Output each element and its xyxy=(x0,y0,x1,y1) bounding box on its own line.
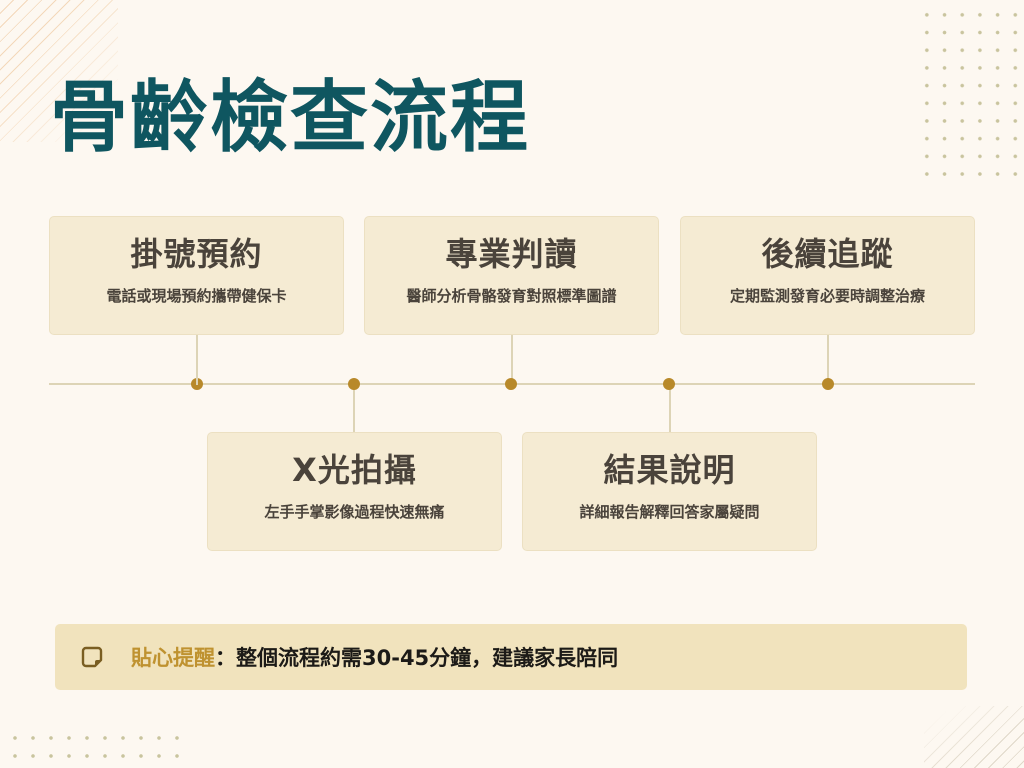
step-title: 結果說明 xyxy=(603,451,736,489)
step-card-interpretation: 專業判讀 醫師分析骨骼發育對照標準圖譜 xyxy=(364,216,659,335)
step-card-xray: X光拍攝 左手手掌影像過程快速無痛 xyxy=(207,432,502,551)
step-title: 掛號預約 xyxy=(130,235,263,273)
decorative-stripes-top-left xyxy=(0,0,118,142)
sticky-note-icon xyxy=(81,646,103,668)
step-title: 專業判讀 xyxy=(445,235,578,273)
decorative-dots-bottom-left xyxy=(6,729,186,765)
connector-step-3 xyxy=(511,335,513,385)
step-description: 電話或現場預約攜帶健保卡 xyxy=(106,287,287,305)
connector-step-1-overlay xyxy=(196,378,198,385)
connector-step-5 xyxy=(827,335,829,385)
step-card-registration: 掛號預約 電話或現場預約攜帶健保卡 xyxy=(49,216,344,335)
timeline-dot-2 xyxy=(348,378,360,390)
page-title: 骨齡檢查流程 xyxy=(50,73,531,163)
step-description: 左手手掌影像過程快速無痛 xyxy=(264,503,445,521)
timeline-dot-4 xyxy=(663,378,675,390)
connector-step-1 xyxy=(196,335,198,385)
step-title: X光拍攝 xyxy=(292,451,417,489)
step-card-results: 結果說明 詳細報告解釋回答家屬疑問 xyxy=(522,432,817,551)
step-card-follow-up: 後續追蹤 定期監測發育必要時調整治療 xyxy=(680,216,975,335)
connector-step-2 xyxy=(353,384,355,432)
decorative-stripes-bottom-right xyxy=(924,706,1024,768)
step-description: 定期監測發育必要時調整治療 xyxy=(729,287,925,305)
tip-text: 整個流程約需30-45分鐘，建議家長陪同 xyxy=(236,646,619,670)
tip-separator: ： xyxy=(215,646,236,670)
timeline-dot-5 xyxy=(822,378,834,390)
step-title: 後續追蹤 xyxy=(761,235,894,273)
decorative-dots-top-right xyxy=(918,6,1024,184)
step-description: 醫師分析骨骼發育對照標準圖譜 xyxy=(406,287,617,305)
connector-step-4 xyxy=(669,384,671,432)
timeline-dot-3 xyxy=(505,378,517,390)
tip-box: 貼心提醒 ： 整個流程約需30-45分鐘，建議家長陪同 xyxy=(55,624,967,690)
tip-label: 貼心提醒 xyxy=(131,646,215,670)
step-description: 詳細報告解釋回答家屬疑問 xyxy=(579,503,760,521)
